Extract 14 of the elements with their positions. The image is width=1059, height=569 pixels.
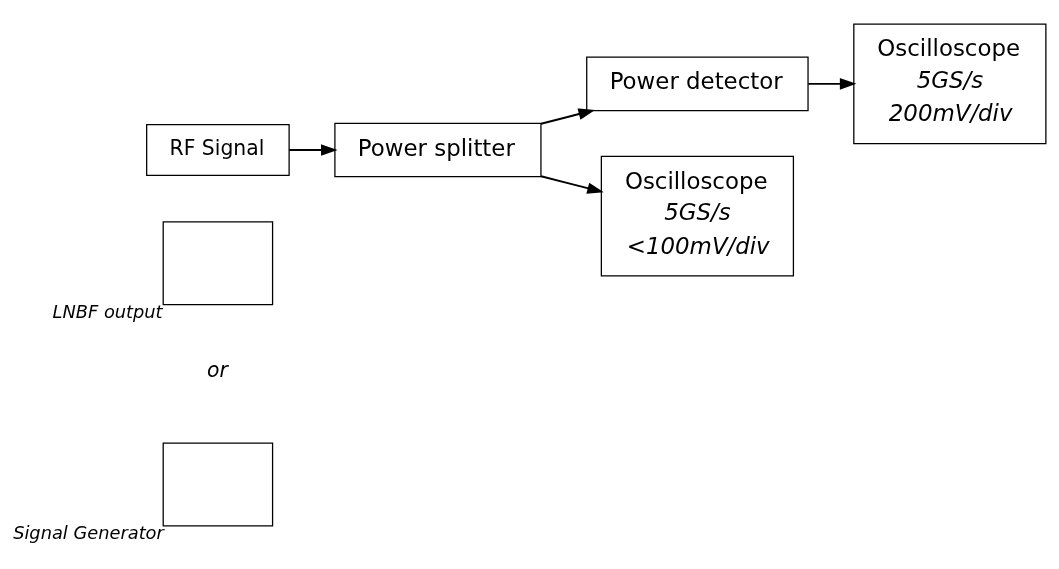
node-box [162, 221, 274, 306]
node-box: Oscilloscope 5GS/s 200mV/div [853, 23, 1047, 145]
node-box [162, 442, 274, 527]
node-label: LNBF output [52, 300, 163, 322]
node-box: RF Signal [146, 123, 290, 177]
arrow [807, 78, 857, 90]
node-label: Signal Generator [13, 521, 164, 543]
node-box: Power splitter [334, 122, 542, 178]
arrow [540, 175, 604, 194]
node-box: Power detector [586, 56, 809, 112]
arrow [540, 108, 596, 125]
arrow [288, 144, 338, 156]
label: or [207, 358, 228, 383]
node-box: Oscilloscope 5GS/s <100mV/div [600, 155, 795, 277]
